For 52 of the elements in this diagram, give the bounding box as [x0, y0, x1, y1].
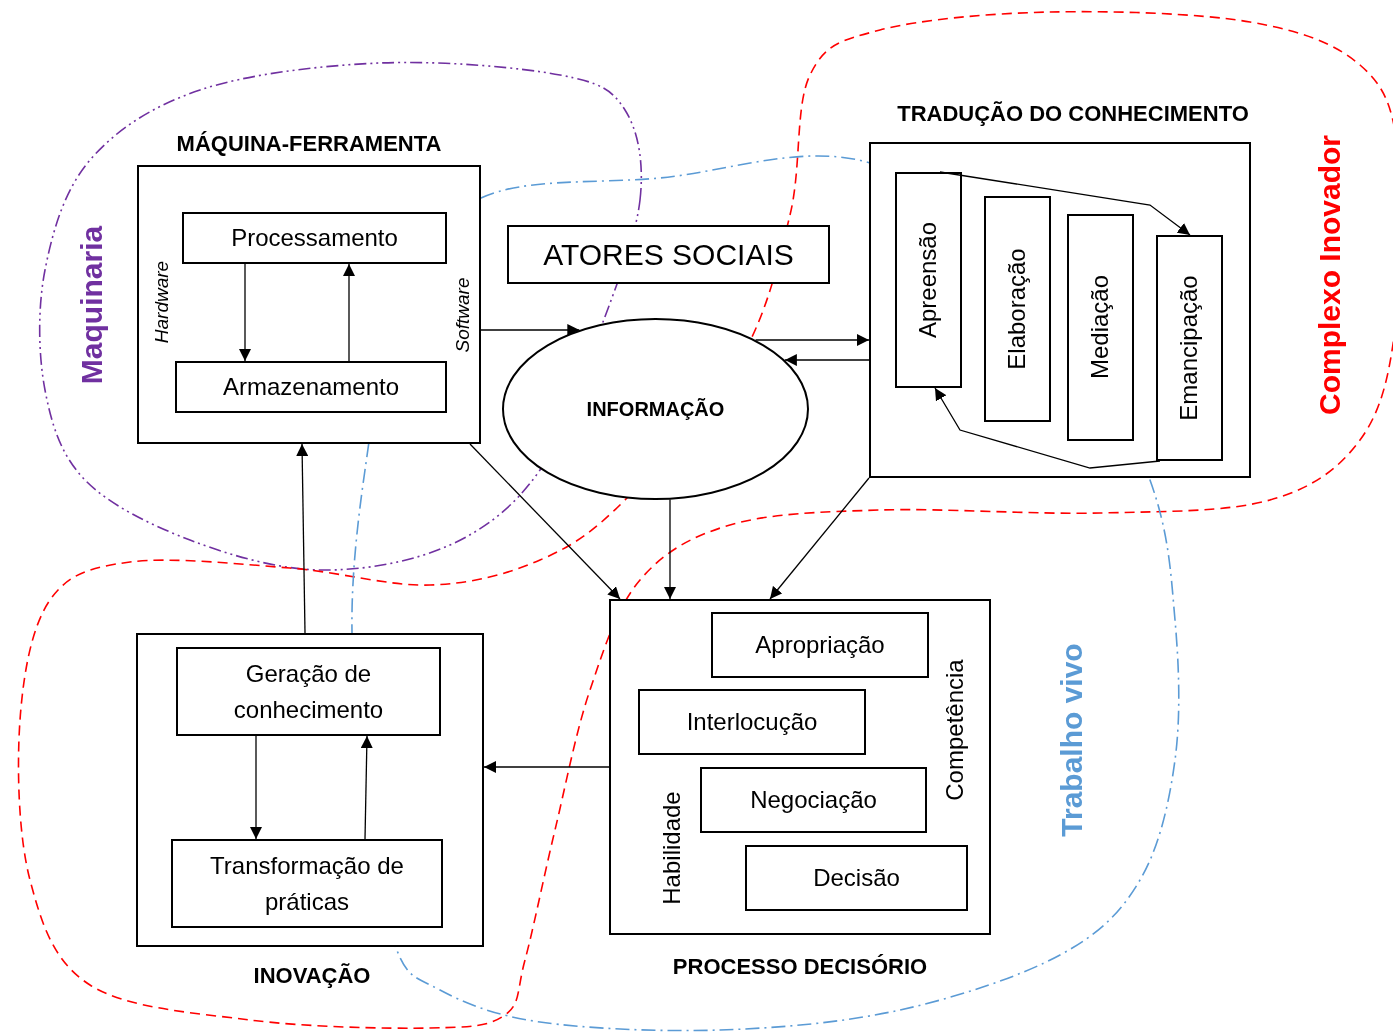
box-label: Armazenamento	[222, 372, 400, 402]
panel-heading: TRADUÇÃO DO CONHECIMENTO	[897, 103, 1249, 125]
process-box	[711, 612, 929, 678]
box-label: Geração de conhecimento	[232, 658, 385, 725]
stage-box	[1067, 214, 1134, 441]
process-box	[182, 212, 447, 264]
box-label: ATORES SOCIAIS	[543, 237, 794, 273]
side-label: Competência	[943, 659, 967, 801]
arrow	[754, 334, 870, 346]
arrow	[784, 354, 870, 366]
region-label: Complexo Inovador	[1315, 135, 1345, 415]
side-label: Hardware	[151, 260, 171, 344]
box-label: Interlocução	[686, 707, 818, 737]
box-label: Apropriação	[755, 630, 885, 660]
actor-box	[507, 225, 830, 284]
panel-heading: MÁQUINA-FERRAMENTA	[176, 133, 442, 155]
side-label: Software	[452, 277, 472, 353]
box-label: INFORMAÇÃO	[586, 397, 725, 422]
arrow	[480, 324, 580, 336]
arrow	[296, 443, 309, 634]
box-label: Negociação	[750, 785, 877, 815]
process-box	[638, 689, 866, 755]
arrow	[343, 263, 355, 362]
arrow	[250, 735, 262, 840]
arrow	[360, 735, 373, 840]
box-label: Transformação de práticas	[209, 850, 405, 917]
panel-heading: INOVAÇÃO	[253, 965, 371, 987]
arrow	[769, 477, 870, 600]
stage-box	[895, 172, 962, 388]
arrow	[469, 443, 621, 600]
process-box	[745, 845, 968, 911]
process-box	[176, 647, 441, 736]
stage-label: Apreensão	[916, 221, 940, 339]
stage-label: Emancipação	[1177, 275, 1201, 421]
region-label: Trabalho vivo	[1057, 643, 1087, 837]
arrow	[939, 171, 1191, 236]
arrow	[664, 498, 676, 600]
arrow	[483, 761, 610, 773]
process-box	[171, 839, 443, 928]
stage-label: Mediação	[1088, 274, 1112, 380]
process-box	[175, 361, 447, 413]
stage-label: Elaboração	[1005, 248, 1029, 370]
arrow	[239, 263, 251, 362]
stage-box	[984, 196, 1051, 422]
box-label: Decisão	[813, 863, 900, 893]
stage-box	[1156, 235, 1223, 461]
side-label: Habilidade	[660, 791, 684, 905]
box-label: Processamento	[231, 223, 398, 253]
arrow	[934, 387, 1161, 469]
panel-heading: PROCESSO DECISÓRIO	[672, 956, 928, 978]
process-box	[700, 767, 927, 833]
region-label: Maquinaria	[77, 225, 107, 385]
